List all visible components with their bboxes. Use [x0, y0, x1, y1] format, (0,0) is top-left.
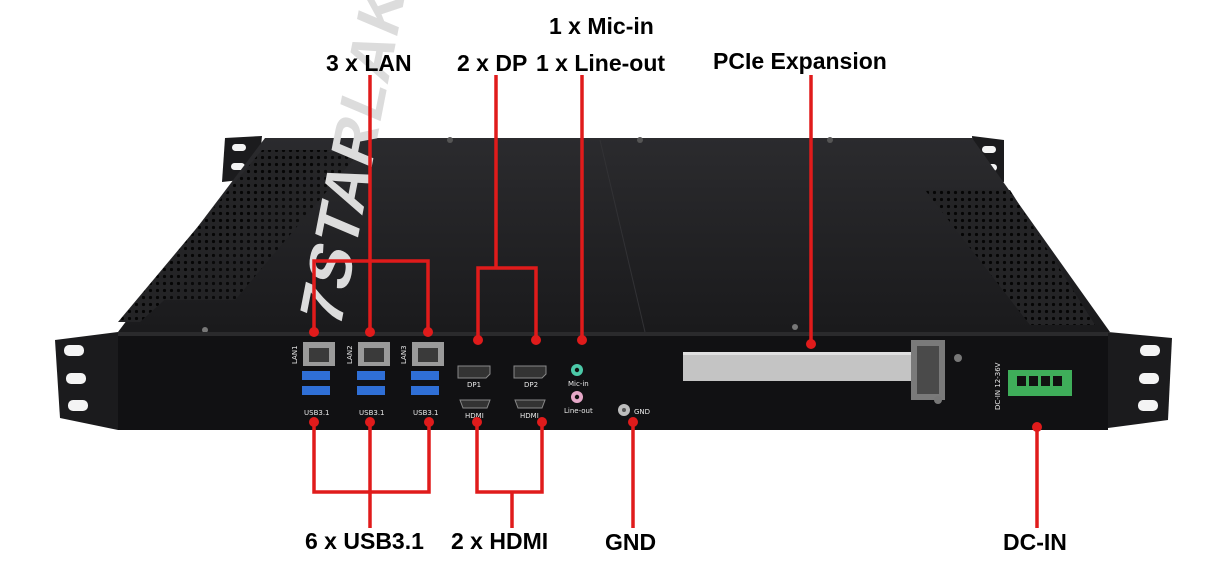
hdmi-dot	[537, 417, 547, 427]
gnd-dot	[628, 417, 638, 427]
usb-label: USB3.1	[413, 409, 439, 417]
usb-port[interactable]	[411, 371, 439, 380]
hdmi-label: HDMI	[465, 412, 484, 420]
usb-port[interactable]	[302, 371, 330, 380]
hdmi-port[interactable]	[514, 399, 546, 409]
pcie-bracket	[683, 352, 913, 381]
usb-ports: USB3.1 USB3.1 USB3.1	[302, 371, 439, 417]
marker-dots	[309, 327, 1042, 432]
callout-pcie: PCIe Expansion	[713, 48, 887, 74]
dp-bracket	[476, 266, 538, 340]
callout-lan: 3 x LAN	[326, 50, 412, 76]
left-rack-ear	[55, 332, 118, 430]
callout-hdmi: 2 x HDMI	[451, 528, 548, 554]
usb-dot	[365, 417, 375, 427]
hdmi-dot	[472, 417, 482, 427]
lan-ports: LAN1 LAN2 LAN3	[291, 342, 444, 366]
front-panel	[118, 332, 1108, 430]
mic-in-label: Mic-in	[568, 380, 589, 388]
dp1-dot	[473, 335, 483, 345]
usb-dot	[424, 417, 434, 427]
dc-in-connector: DC-IN 12-36V	[994, 362, 1072, 410]
usb-port[interactable]	[357, 371, 385, 380]
pcie-slot	[683, 340, 962, 404]
usb-port[interactable]	[302, 386, 330, 395]
dp-ports: DP1 DP2	[457, 365, 547, 389]
lan2-dot	[365, 327, 375, 337]
usb-dot	[309, 417, 319, 427]
dp1-port[interactable]	[457, 365, 491, 379]
callout-labels: 1 x Mic-in 3 x LAN 2 x DP 1 x Line-out P…	[305, 13, 1067, 555]
audio-dot	[577, 335, 587, 345]
lan1-label: LAN1	[291, 345, 299, 364]
usb-label: USB3.1	[359, 409, 385, 417]
dp1-label: DP1	[467, 381, 481, 389]
lan1-dot	[309, 327, 319, 337]
gnd-label: GND	[634, 408, 650, 416]
audio-jacks: Mic-in Line-out	[564, 364, 593, 415]
hdmi-bracket	[475, 422, 544, 494]
dp2-label: DP2	[524, 381, 538, 389]
callout-dp: 2 x DP	[457, 50, 527, 76]
callout-dc-in: DC-IN	[1003, 529, 1067, 555]
gnd-terminal: GND	[618, 404, 650, 416]
pcie-dot	[806, 339, 816, 349]
callout-usb: 6 x USB3.1	[305, 528, 424, 554]
callout-gnd: GND	[605, 529, 656, 555]
lan-bracket	[312, 259, 430, 332]
chassis-top	[118, 137, 1110, 333]
dc-in-spec-label: DC-IN 12-36V	[994, 362, 1002, 410]
usb-port[interactable]	[357, 386, 385, 395]
lan3-dot	[423, 327, 433, 337]
right-rack-ear	[1108, 332, 1172, 428]
hdmi-ports: HDMI HDMI	[459, 399, 546, 420]
leader-lines	[312, 75, 1039, 528]
hdmi-label: HDMI	[520, 412, 539, 420]
lan3-label: LAN3	[400, 345, 408, 364]
hdmi-port[interactable]	[459, 399, 491, 409]
dc-in-dot	[1032, 422, 1042, 432]
lan2-label: LAN2	[346, 345, 354, 364]
dp2-port[interactable]	[513, 365, 547, 379]
dp2-dot	[531, 335, 541, 345]
line-out-label: Line-out	[564, 407, 593, 415]
usb-label: USB3.1	[304, 409, 330, 417]
usb-port[interactable]	[411, 386, 439, 395]
callout-line-out: 1 x Line-out	[536, 50, 665, 76]
callout-mic-in: 1 x Mic-in	[549, 13, 654, 39]
